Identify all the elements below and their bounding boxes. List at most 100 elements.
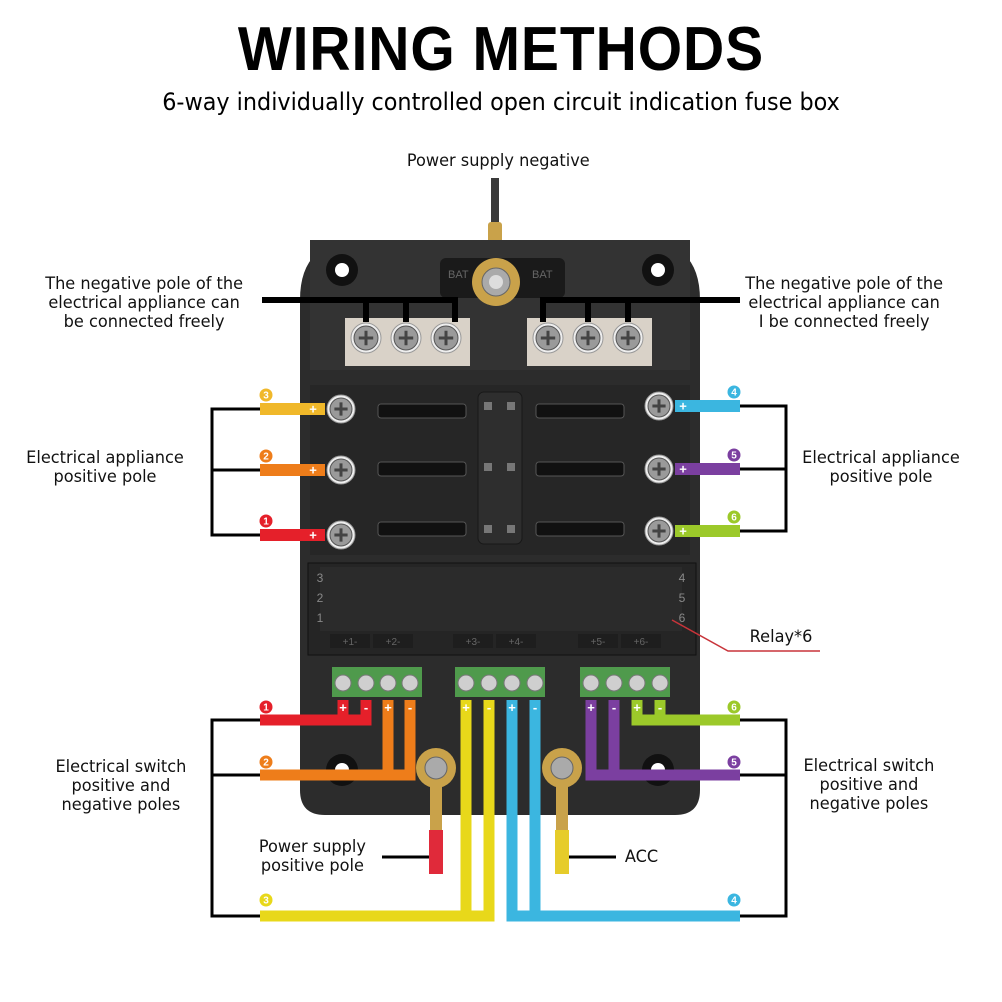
fuse-slot [535,521,625,537]
screw-cross [334,463,348,477]
relay-label: Relay*6 [749,627,813,647]
appliance-wire-3 [260,403,325,415]
power-positive-wire [429,830,443,874]
screw-cross [438,330,454,346]
appliance-wire-2 [260,464,325,476]
bracket-right-switch [740,718,788,918]
circuit-badge-6 [727,510,741,524]
fuse-slot [377,461,467,477]
plus-sign: + [309,528,317,543]
circuit-badge-4 [727,385,741,399]
relay-number-3: 3 [317,571,324,585]
relay-number-6: 6 [679,611,686,625]
neg-pole-right-label: The negative pole of the electrical appl… [745,274,944,332]
circuit-badge-number: 6 [731,703,737,714]
fuse-slot [377,521,467,537]
terminal-label-plate [621,634,661,648]
mount-hole [651,263,665,277]
appliance-positive-left-label: Electrical appliance positive pole [26,448,184,487]
appliance-positive-right-label: Electrical appliance positive pole [802,448,960,487]
terminal-label-plate [496,634,536,648]
terminal-screw-icon [605,674,623,692]
screw-cross [652,399,666,413]
circuit-badge-number: 3 [263,391,269,402]
terminal-screw-icon [379,674,397,692]
bracket-right-appliance [740,404,788,533]
power-negative-label: Power supply negative [406,151,590,171]
switch-right-label: Electrical switch positive and negative … [803,756,935,814]
circuit-badge-5 [727,448,741,462]
relay-number-1: 1 [317,611,324,625]
circuit-badge-number: 2 [263,452,269,463]
minus-sign: - [612,700,616,715]
screw-cross [334,402,348,416]
relay-number-2: 2 [317,591,324,605]
positive-stud-icon [424,756,448,780]
terminal-label-plate [453,634,493,648]
terminal-label-plate [373,634,413,648]
circuit-badge-number: 4 [731,388,737,399]
appliance-wire-5 [675,463,740,475]
switch-wire-6-neg [637,700,666,726]
page-title: WIRING METHODS [237,15,765,84]
terminal-screw-icon [401,674,419,692]
circuit-badge-1 [259,700,273,714]
relay-pointer-line [671,619,820,652]
circuit-badge-2 [259,449,273,463]
terminal-screw-icon [334,674,352,692]
circuit-badge-1 [259,514,273,528]
fuse-slot [535,461,625,477]
plus-sign: + [384,700,392,715]
circuit-badge-3 [259,893,273,907]
bat-label-right: BAT [532,269,553,281]
plus-sign: + [679,524,687,539]
screw-cross [652,462,666,476]
neg-pole-left-label: The negative pole of the electrical appl… [45,274,244,332]
appliance-wire-6 [675,525,740,537]
mount-hole [335,263,349,277]
screw-cross [334,528,348,542]
bracket-left-appliance [210,407,262,537]
screw-cross [540,330,556,346]
plus-sign: + [508,700,516,715]
bracket-left-switch [210,718,260,918]
switch-wire-1-neg [343,700,372,726]
appliance-wire-1 [260,529,325,541]
circuit-badge-4 [727,893,741,907]
appliance-wire-4 [675,400,740,412]
circuit-badge-number: 2 [263,758,269,769]
circuit-badge-number: 5 [731,758,737,769]
bat-label-left: BAT [448,269,469,281]
plus-sign: + [309,463,317,478]
circuit-badge-number: 5 [731,451,737,462]
screw-cross [398,330,414,346]
acc-stud-icon [550,756,574,780]
terminal-label-3: +3- [466,637,481,648]
switch-wire-4-neg [512,700,541,922]
power-positive-label: Power supply positive pole [258,837,366,876]
circuit-badge-6 [727,700,741,714]
terminal-label-2: +2- [386,637,401,648]
acc-wire [555,830,569,874]
terminal-screw-icon [526,674,544,692]
fuse-slot [377,403,467,419]
terminal-label-4: +4- [509,637,524,648]
switch-left-label: Electrical switch positive and negative … [55,757,187,815]
circuit-badge-3 [259,388,273,402]
neg-wire-left [262,297,458,322]
page-subtitle: 6-way individually controlled open circu… [162,88,840,116]
screw-cross [620,330,636,346]
terminal-screw-icon [503,674,521,692]
circuit-badge-number: 1 [263,517,269,528]
minus-sign: - [658,700,662,715]
screw-cross [580,330,596,346]
terminal-label-1: +1- [343,637,358,648]
minus-sign: - [487,700,491,715]
circuit-badge-number: 6 [731,513,737,524]
terminal-screw-icon [457,674,475,692]
circuit-badge-5 [727,755,741,769]
screw-cross [652,524,666,538]
relay-number-4: 4 [679,571,686,585]
terminal-label-plate [578,634,618,648]
neg-wire-right [540,297,740,322]
